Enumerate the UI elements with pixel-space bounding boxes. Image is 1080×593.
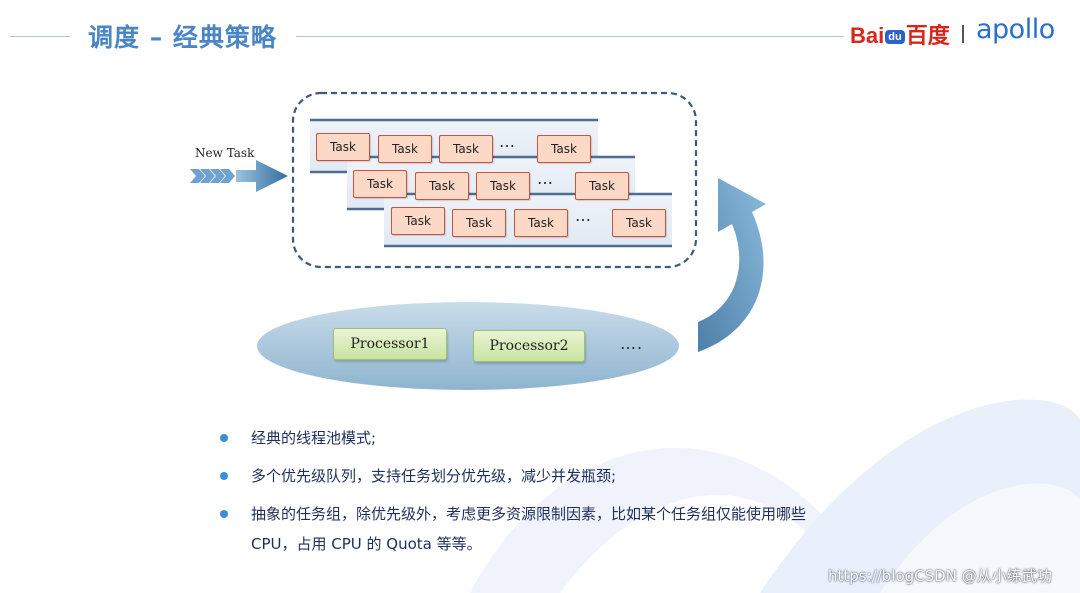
processor-ellipsis: ….: [620, 334, 644, 353]
bullet-list: 经典的线程池模式; 多个优先级队列，支持任务划分优先级，减少并发瓶颈; 抽象的任…: [218, 423, 838, 559]
queue-ellipsis: …: [499, 132, 516, 151]
baidu-logo-prefix: Bai: [850, 23, 885, 48]
task-box: Task: [415, 172, 469, 200]
task-box: Task: [353, 170, 407, 198]
bullet-item: 抽象的任务组，除优先级外，考虑更多资源限制因素，比如某个任务组仅能使用哪些 CP…: [218, 499, 838, 559]
task-box: Task: [612, 209, 666, 237]
task-box: Task: [514, 209, 568, 237]
page-title: 调度 – 经典策略: [88, 23, 277, 52]
csdn-watermark: https://blogCSDN @从小练武功: [828, 567, 1052, 585]
task-box: Task: [316, 133, 370, 161]
apollo-logo: apollo: [976, 14, 1055, 45]
processor-pool-ellipse: [257, 302, 679, 390]
task-box: Task: [378, 135, 432, 163]
processor-box: Processor2: [473, 330, 585, 362]
bullet-item: 多个优先级队列，支持任务划分优先级，减少并发瓶颈;: [218, 461, 838, 491]
task-box: Task: [452, 209, 506, 237]
queue-ellipsis: …: [537, 169, 554, 188]
feedback-curve-arrow: [698, 178, 766, 352]
processor-box: Processor1: [333, 328, 447, 360]
header-rule-right: [296, 36, 844, 37]
task-box: Task: [575, 172, 629, 200]
bullet-item: 经典的线程池模式;: [218, 423, 838, 453]
task-box: Task: [476, 172, 530, 200]
task-box: Task: [537, 135, 591, 163]
paw-icon: du: [885, 30, 905, 44]
logo-separator: [962, 25, 964, 43]
background-swoosh: [880, 483, 1080, 593]
task-box: Task: [439, 135, 493, 163]
new-task-arrow: [190, 160, 288, 192]
baidu-logo-suffix: 百度: [905, 23, 950, 48]
task-box: Task: [391, 207, 445, 235]
header-rule-left: [10, 36, 70, 37]
queue-ellipsis: …: [575, 206, 592, 225]
new-task-label: New Task: [195, 146, 255, 160]
